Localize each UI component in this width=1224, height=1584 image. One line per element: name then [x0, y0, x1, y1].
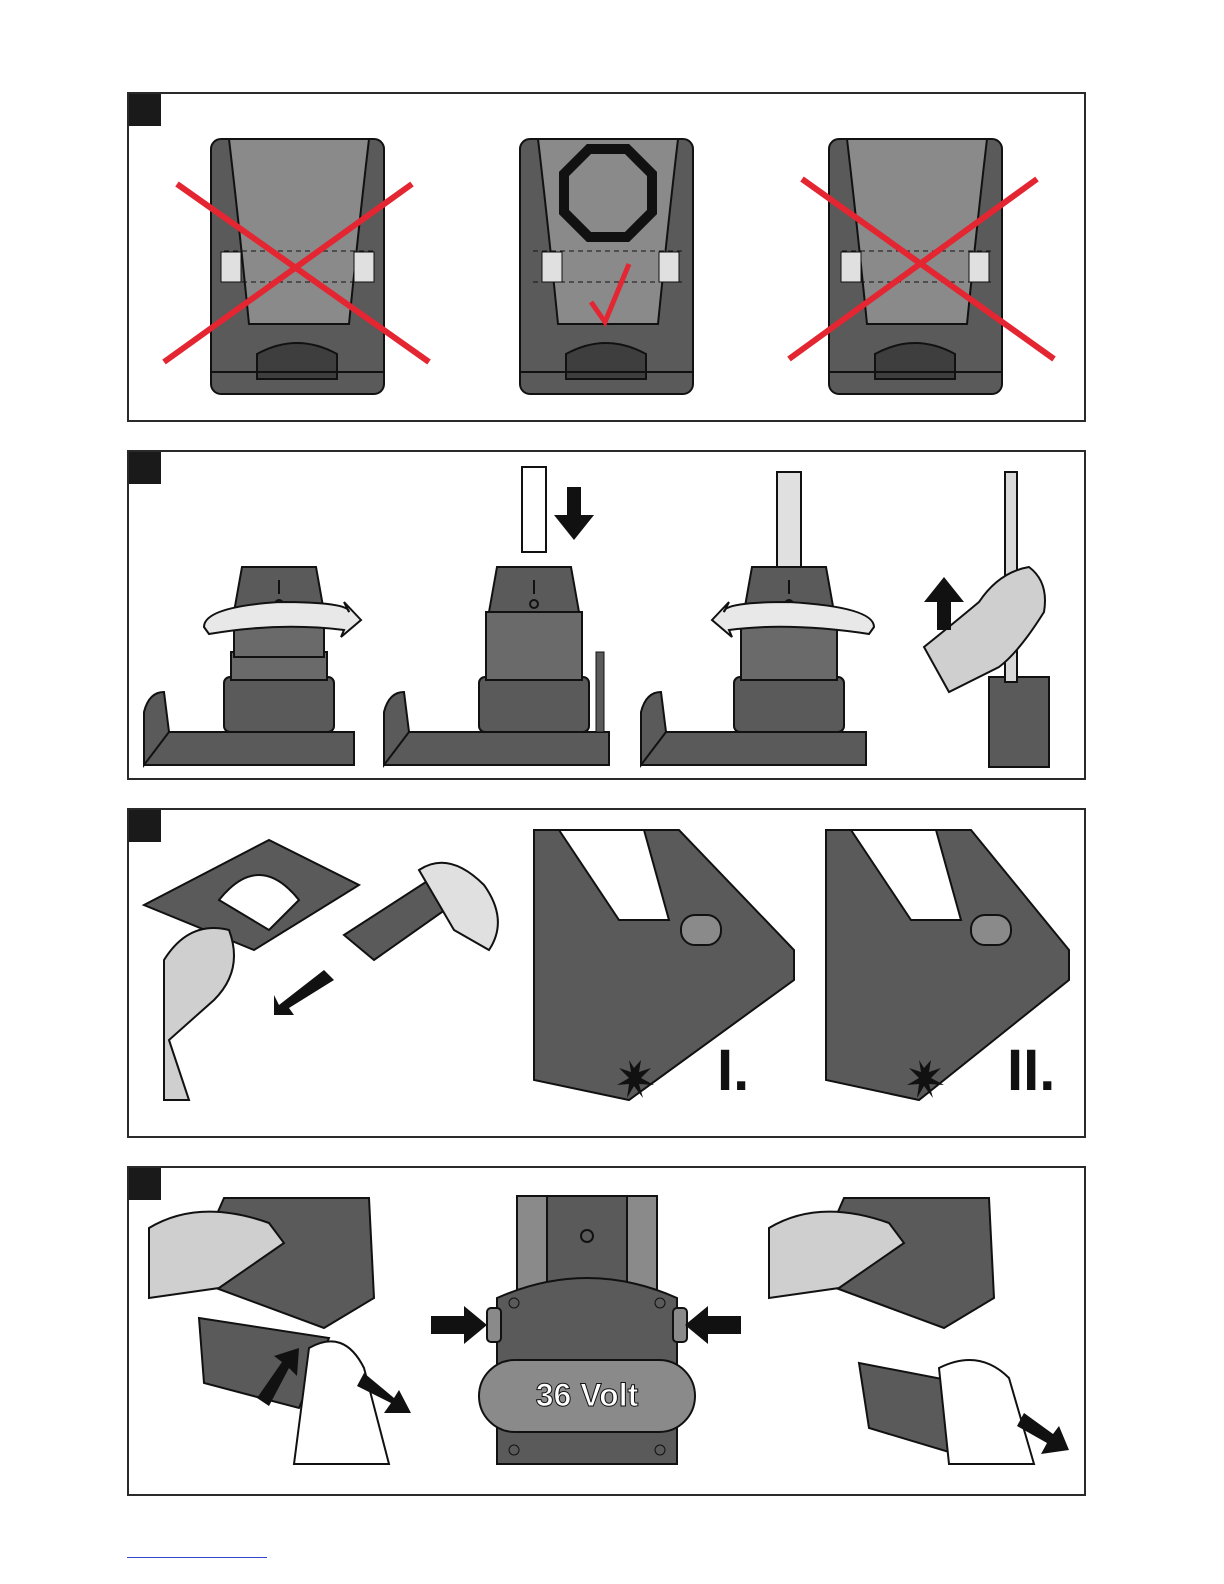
octagon-stop-icon	[564, 149, 652, 237]
footer-rule	[127, 1557, 267, 1558]
insert-battery-scene	[144, 840, 498, 1100]
chuck-insert-bit	[384, 467, 609, 765]
slide-arrow-icon	[274, 970, 334, 1015]
battery-click-step-one: I.	[534, 830, 794, 1103]
battery-voltage-label: 36 Volt	[536, 1377, 639, 1413]
figure-2-illustration	[129, 452, 1084, 778]
drill-bit-shank-icon	[522, 467, 546, 552]
press-release-scene-left	[149, 1198, 411, 1464]
down-arrow-icon	[554, 487, 594, 540]
figure-4-battery-removal: 36 Volt	[127, 1166, 1086, 1496]
hand-remove-bit	[924, 472, 1049, 767]
drill-bit-icon	[777, 472, 801, 567]
press-arrow-left-icon	[685, 1306, 741, 1344]
step-one-label: I.	[717, 1038, 749, 1103]
figure-1-illustration	[129, 94, 1084, 420]
figure-4-illustration: 36 Volt	[129, 1168, 1084, 1494]
figure-1-battery-position	[127, 92, 1086, 422]
tool-rear-view-center	[520, 139, 693, 394]
figure-3-battery-insert: I. II.	[127, 808, 1086, 1138]
chuck-rotate-close	[641, 472, 874, 765]
battery-click-step-two: II.	[826, 830, 1069, 1103]
pull-battery-scene-right	[769, 1198, 1069, 1464]
chuck-rotate-open	[144, 567, 361, 765]
press-arrow-right-icon	[431, 1306, 487, 1344]
figure-3-illustration: I. II.	[129, 810, 1084, 1136]
battery-pack: 36 Volt	[431, 1196, 741, 1464]
figure-2-chuck-operation	[127, 450, 1086, 780]
step-two-label: II.	[1007, 1038, 1055, 1103]
